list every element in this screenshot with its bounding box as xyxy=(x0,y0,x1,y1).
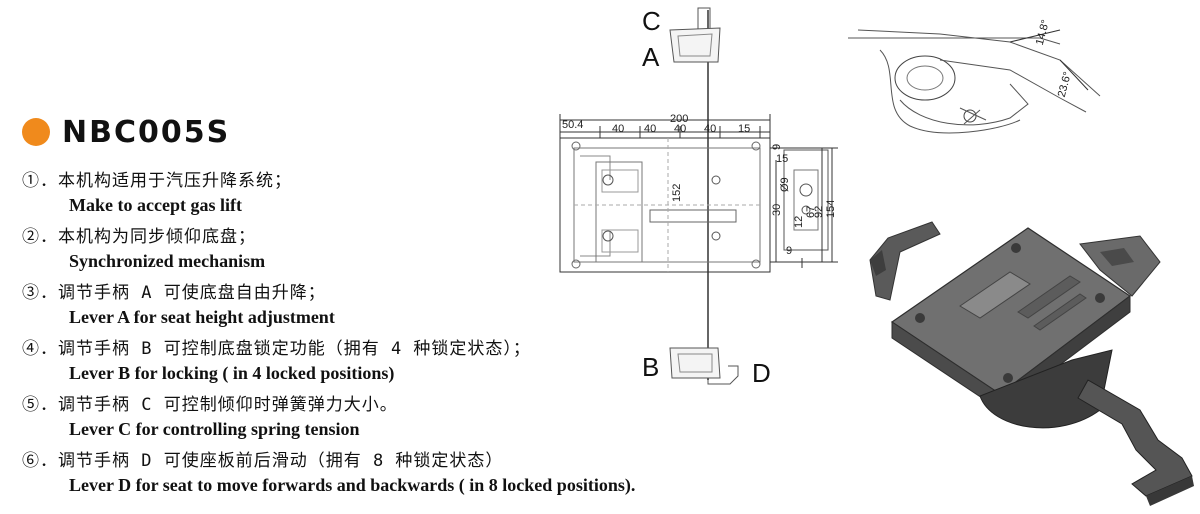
dim-9-bottom: 9 xyxy=(786,245,792,257)
plan-view xyxy=(559,7,838,385)
feature-en: Lever D for seat to move forwards and ba… xyxy=(69,475,636,495)
feature-item: ⑥．调节手柄 D 可使座板前后滑动（拥有 8 种锁定状态） Lever D fo… xyxy=(22,446,762,502)
dim-92: 92 xyxy=(813,206,825,218)
feature-item: ①．本机构适用于汽压升降系统； Make to accept gas lift xyxy=(22,166,762,222)
lever-label-d: D xyxy=(752,358,771,388)
dim-dia: Ø9 xyxy=(779,177,791,192)
dimension-labels: 50.4 200 40 40 40 40 15 9 15 152 Ø9 30 1… xyxy=(562,113,837,257)
bullet-dot xyxy=(22,118,50,146)
dim-height: 152 xyxy=(671,184,683,202)
dim-30: 30 xyxy=(771,204,783,216)
feature-en: Lever B for locking ( in 4 locked positi… xyxy=(69,363,395,383)
dim-seg4: 40 xyxy=(704,123,716,135)
technical-drawing: 50.4 200 40 40 40 40 15 9 15 152 Ø9 30 1… xyxy=(559,6,1194,506)
feature-item: ③．调节手柄 A 可使底盘自由升降； Lever A for seat heig… xyxy=(22,278,762,334)
feature-zh: ③．调节手柄 A 可使底盘自由升降； xyxy=(22,283,326,303)
dim-left-offset: 50.4 xyxy=(562,119,583,131)
feature-item: ④．调节手柄 B 可控制底盘锁定功能（拥有 4 种锁定状态）； Lever B … xyxy=(22,334,762,390)
feature-en: Lever C for controlling spring tension xyxy=(69,419,360,439)
dim-width-total: 200 xyxy=(670,113,688,125)
product-title: NBC005S xyxy=(22,112,230,152)
dim-seg1: 40 xyxy=(612,123,624,135)
lever-label-a: A xyxy=(642,42,660,72)
feature-zh: ⑥．调节手柄 D 可使座板前后滑动（拥有 8 种锁定状态） xyxy=(22,451,504,471)
dim-right-top: 15 xyxy=(776,153,788,165)
feature-en: Make to accept gas lift xyxy=(69,195,242,215)
dim-12: 12 xyxy=(793,216,805,228)
feature-zh: ②．本机构为同步倾仰底盘； xyxy=(22,227,256,247)
feature-en: Synchronized mechanism xyxy=(69,251,266,271)
dim-seg3: 40 xyxy=(674,123,686,135)
side-view xyxy=(848,29,1101,134)
dim-67: 67 xyxy=(805,206,817,218)
mechanism-render xyxy=(869,221,1194,506)
feature-zh: ⑤．调节手柄 C 可控制倾仰时弹簧弹力大小。 xyxy=(22,395,398,415)
lever-label-c: C xyxy=(642,6,661,36)
feature-zh: ①．本机构适用于汽压升降系统； xyxy=(22,171,292,191)
feature-item: ②．本机构为同步倾仰底盘； Synchronized mechanism xyxy=(22,222,762,278)
feature-en: Lever A for seat height adjustment xyxy=(69,307,335,327)
model-number: NBC005S xyxy=(62,114,231,150)
dim-154: 154 xyxy=(825,200,837,218)
feature-list: ①．本机构适用于汽压升降系统； Make to accept gas lift … xyxy=(22,166,762,502)
feature-item: ⑤．调节手柄 C 可控制倾仰时弹簧弹力大小。 Lever C for contr… xyxy=(22,390,762,446)
lever-label-b: B xyxy=(642,352,659,382)
feature-zh: ④．调节手柄 B 可控制底盘锁定功能（拥有 4 种锁定状态）； xyxy=(22,339,531,359)
dim-right-seg: 15 xyxy=(738,123,750,135)
dim-seg2: 40 xyxy=(644,123,656,135)
angle-lower: 23.6° xyxy=(1056,71,1074,99)
dim-top-gap: 9 xyxy=(771,144,783,150)
lever-labels: C A B D xyxy=(642,6,771,388)
